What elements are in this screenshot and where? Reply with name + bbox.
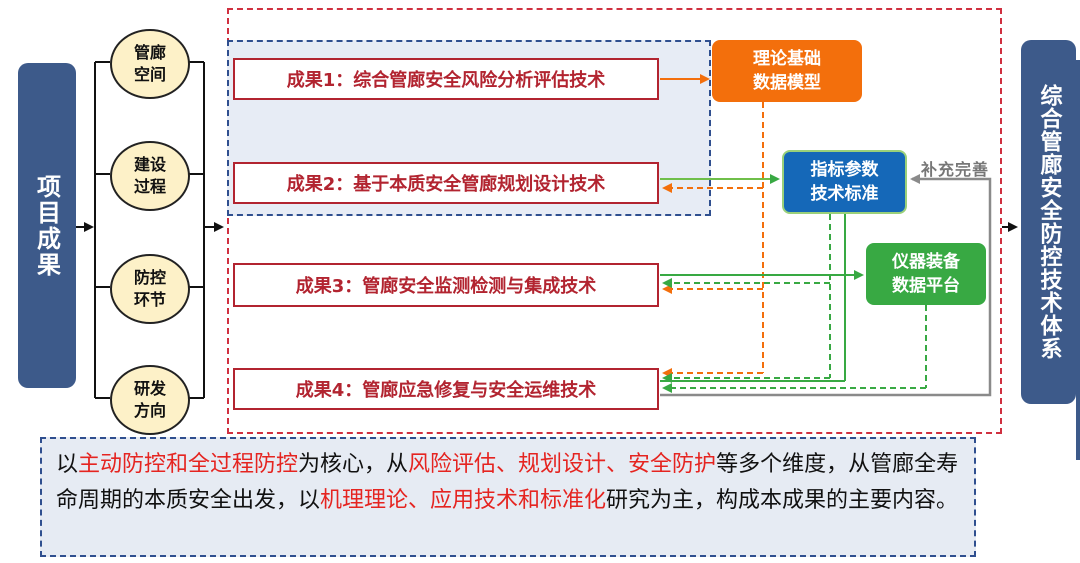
supplement-label: 补充完善 [920, 160, 989, 179]
summary-highlight: 风险评估、规划设计、安全防护 [408, 452, 717, 477]
left-bracket [76, 61, 224, 399]
green-dashed-feedback [662, 214, 927, 393]
edge-strip [1076, 60, 1080, 460]
result-3: 成果3：管廊安全监测检测与集成技术 [233, 263, 659, 307]
summary-segment: 等多个维度，从管廊全寿命周期的本质安全出发，以 [56, 452, 959, 513]
index-standard-box: 指标参数 技术标准 [782, 150, 907, 214]
summary-segment: 为核心，从 [298, 452, 409, 477]
project-results-panel: 项目成果 [18, 63, 76, 388]
summary-highlight: 机理理论、应用技术和标准化 [320, 488, 607, 513]
theory-data-box: 理论基础 数据模型 [712, 40, 862, 102]
summary-highlight: 主动防控和全过程防控 [78, 452, 299, 477]
safety-system-panel: 综合管廊安全防控技术体系 [1021, 40, 1076, 404]
supplement-loop [660, 174, 992, 397]
oval-control: 防控 环节 [110, 254, 190, 324]
oval-research: 研发 方向 [110, 365, 190, 435]
summary-segment: 以 [56, 452, 79, 477]
result-1: 成果1：综合管廊安全风险分析评估技术 [233, 58, 659, 100]
oval-construction: 建设 过程 [110, 141, 190, 211]
result-2: 成果2：基于本质安全管廊规划设计技术 [233, 162, 659, 204]
oval-space: 管廊 空间 [110, 29, 190, 99]
results-region-outline [227, 8, 1002, 434]
summary-text: 以主动防控和全过程防控为核心，从风险评估、规划设计、安全防护等多个维度，从管廊全… [56, 452, 958, 513]
summary-segment: 研究为主，构成本成果的主要内容。 [606, 488, 959, 513]
orange-dashed-feedback [662, 102, 764, 378]
equipment-platform-box: 仪器装备 数据平台 [866, 243, 986, 305]
result-4: 成果4：管廊应急修复与安全运维技术 [233, 368, 659, 410]
summary-box: 以主动防控和全过程防控为核心，从风险评估、规划设计、安全防护等多个维度，从管廊全… [40, 437, 976, 557]
